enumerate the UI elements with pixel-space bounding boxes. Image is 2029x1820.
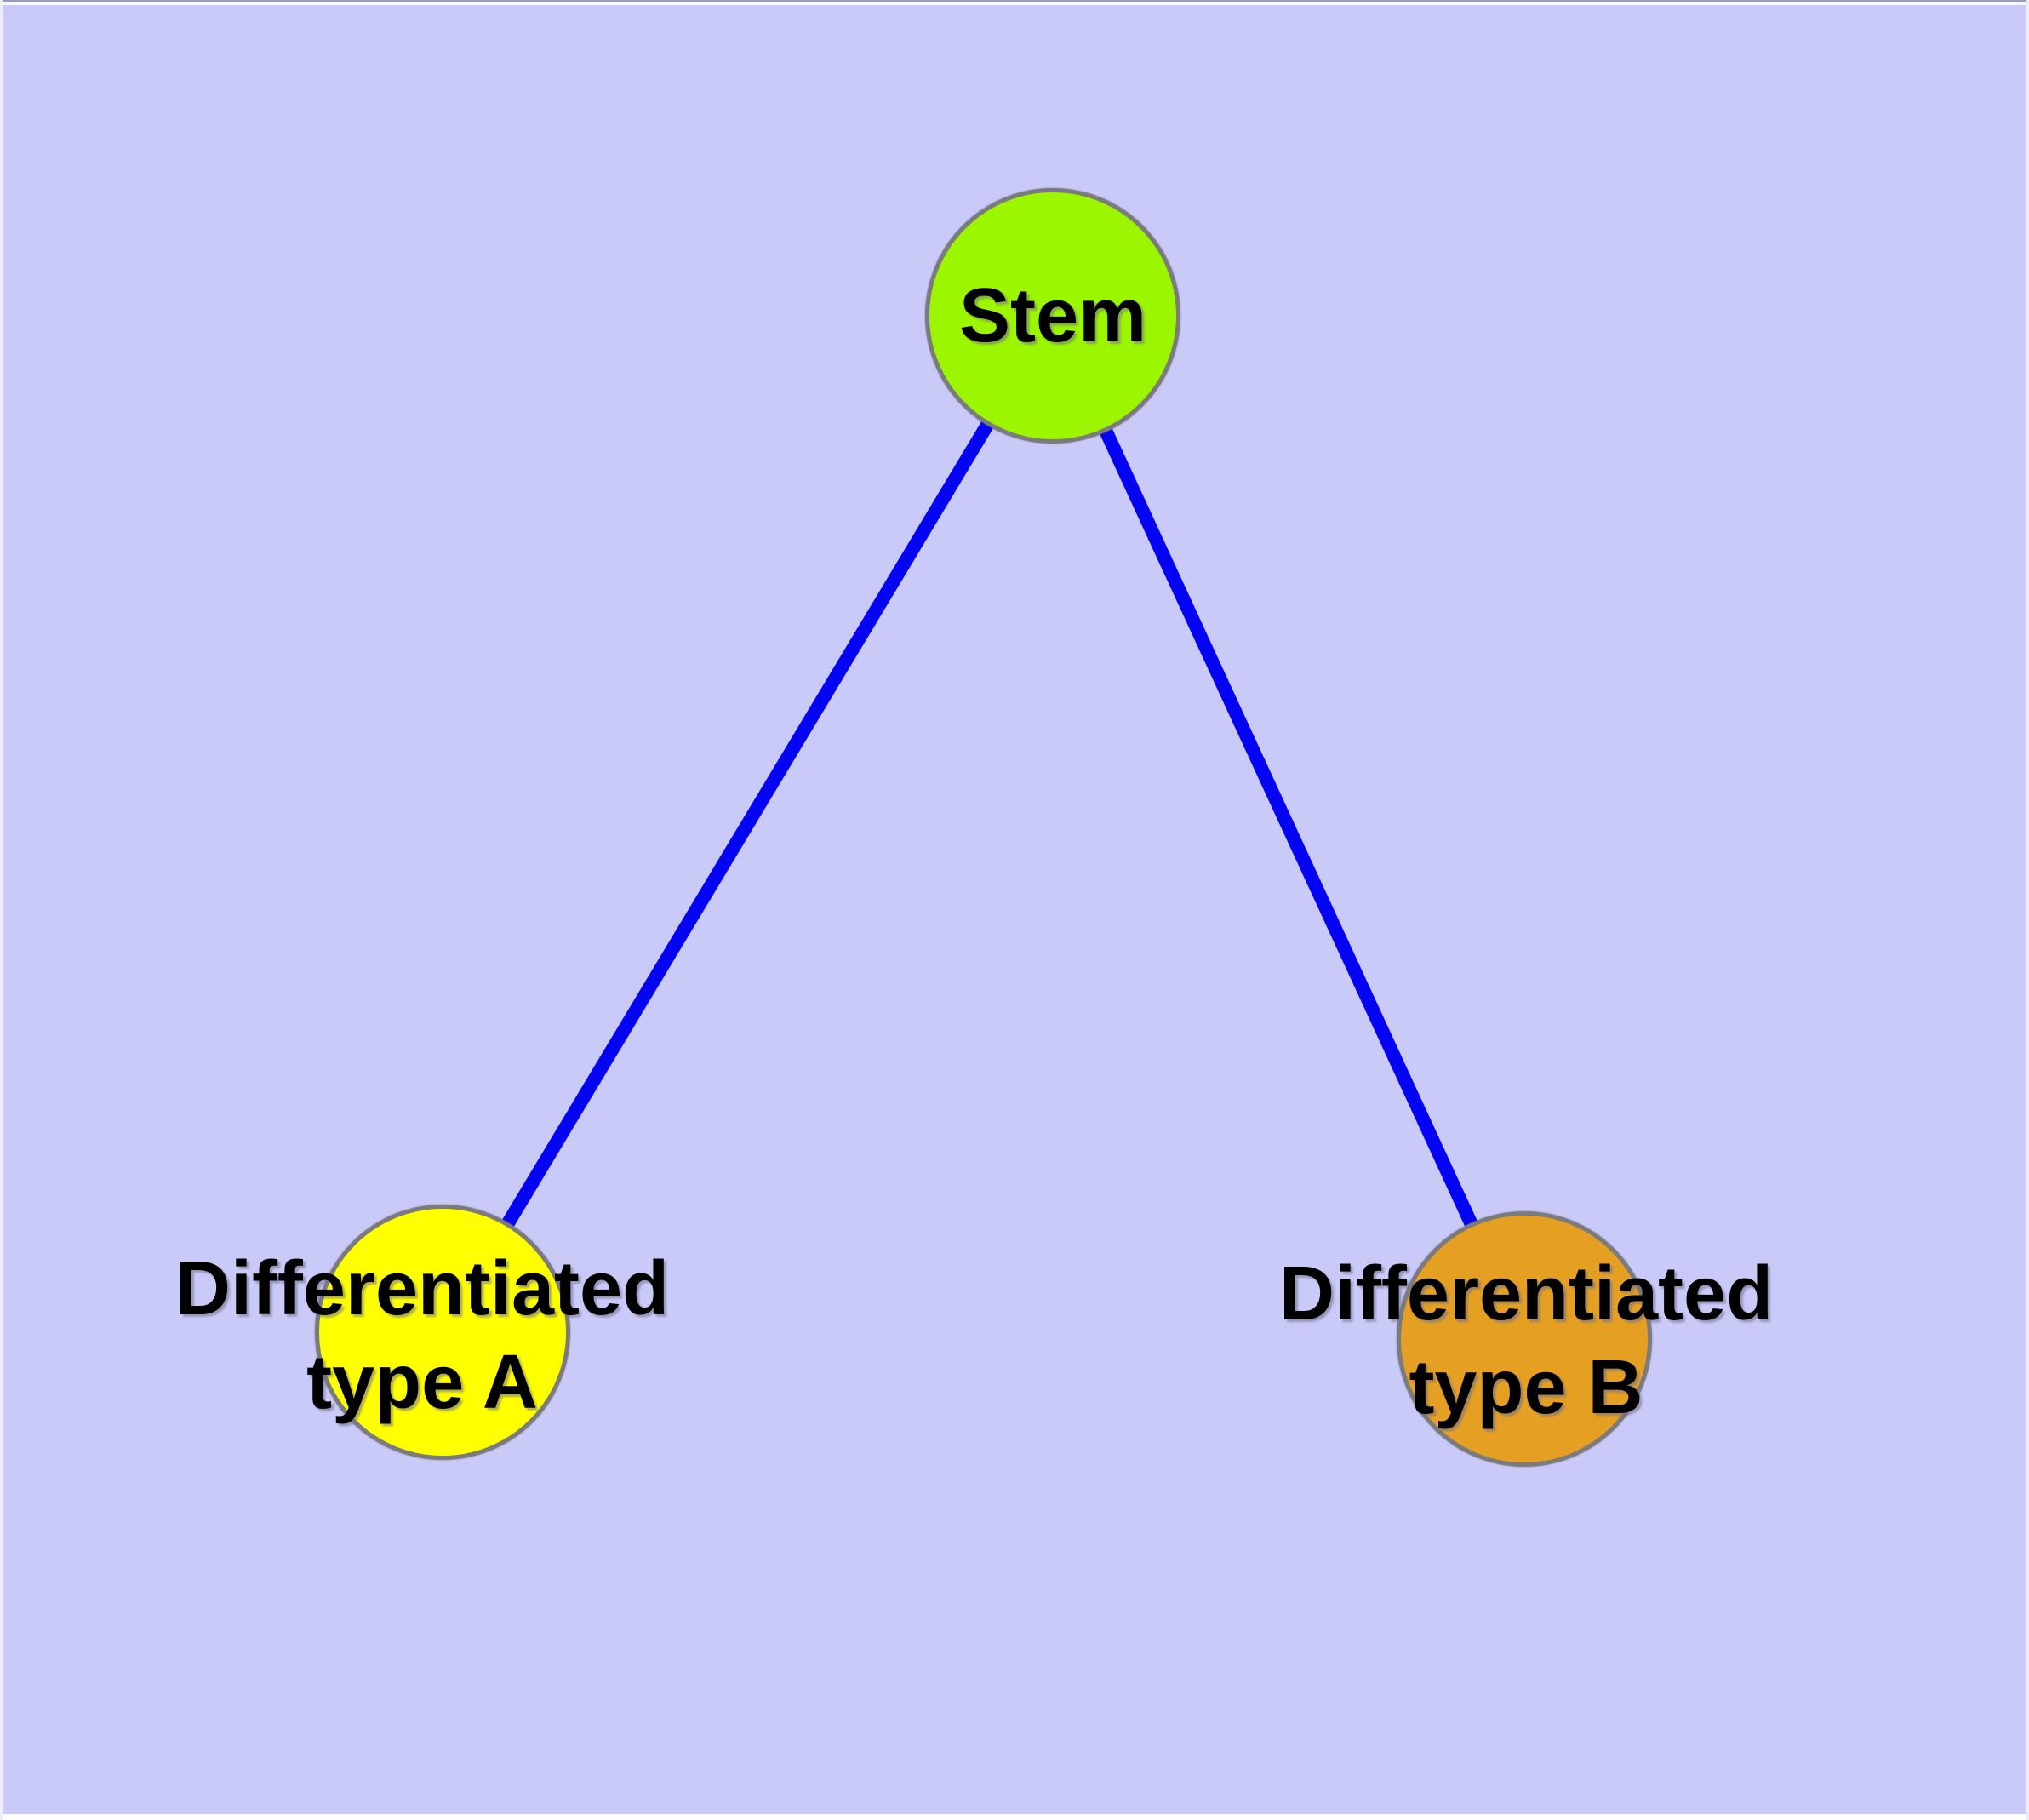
edge-stem-to-type-a [436, 309, 1060, 1339]
node-type-a-label-line2: type A [306, 1340, 538, 1425]
canvas-bottom-edge [0, 1814, 2029, 1820]
node-stem[interactable] [925, 188, 1180, 444]
node-type-a-label: Differentiated type A [175, 1243, 669, 1430]
node-type-b-label: Differentiated type B [1279, 1248, 1773, 1435]
node-differentiated-type-b[interactable] [1397, 1211, 1652, 1467]
node-stem-label: Stem [958, 273, 1147, 359]
node-type-a-label-line1: Differentiated [174, 1246, 670, 1332]
canvas-right-edge [2026, 0, 2029, 1820]
edge-stem-to-type-b [1046, 309, 1531, 1346]
node-type-b-label-line2: type B [1409, 1345, 1643, 1430]
canvas-top-edge-dark [0, 0, 2029, 2]
canvas-left-edge [0, 0, 3, 1820]
node-type-b-label-line1: Differentiated [1278, 1251, 1774, 1337]
node-differentiated-type-a[interactable] [315, 1205, 570, 1460]
canvas-top-edge-light [0, 2, 2029, 5]
